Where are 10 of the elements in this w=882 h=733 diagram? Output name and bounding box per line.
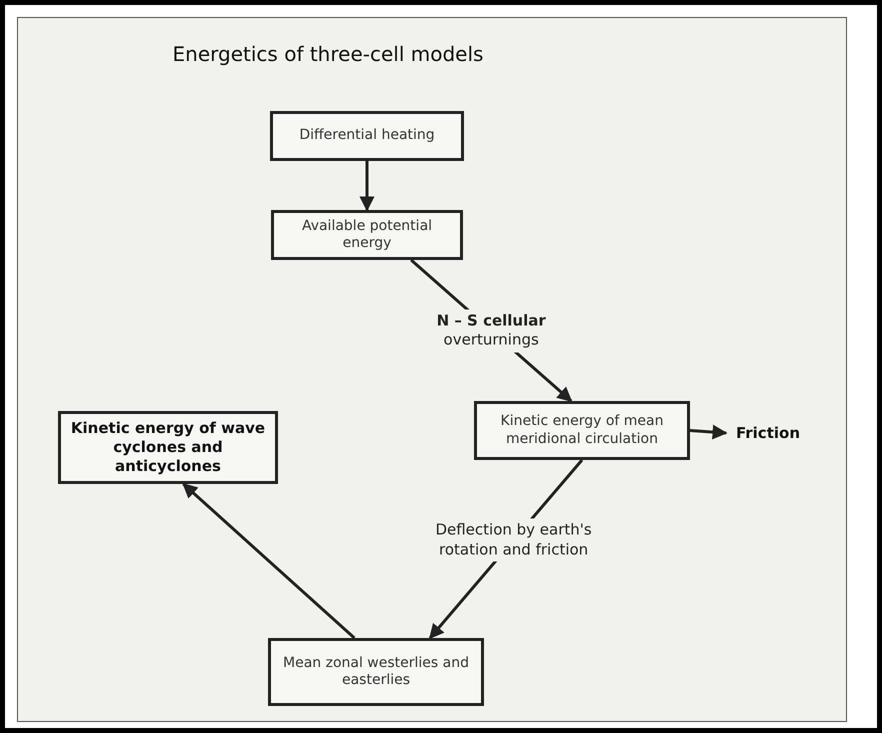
process-box: Available potential energy bbox=[271, 210, 463, 260]
arrow bbox=[182, 482, 356, 640]
process-box: Kinetic energy of wave cyclones and anticyclones bbox=[58, 411, 278, 484]
diagram-title: Energetics of three-cell models bbox=[172, 42, 484, 66]
arrow bbox=[690, 424, 728, 440]
node-text: Friction bbox=[726, 421, 810, 445]
arrow bbox=[360, 161, 374, 212]
process-box: Differential heating bbox=[270, 111, 464, 161]
process-box: Kinetic energy of mean meridional circulation bbox=[474, 401, 690, 460]
process-box: Mean zonal westerlies and easterlies bbox=[268, 638, 484, 706]
